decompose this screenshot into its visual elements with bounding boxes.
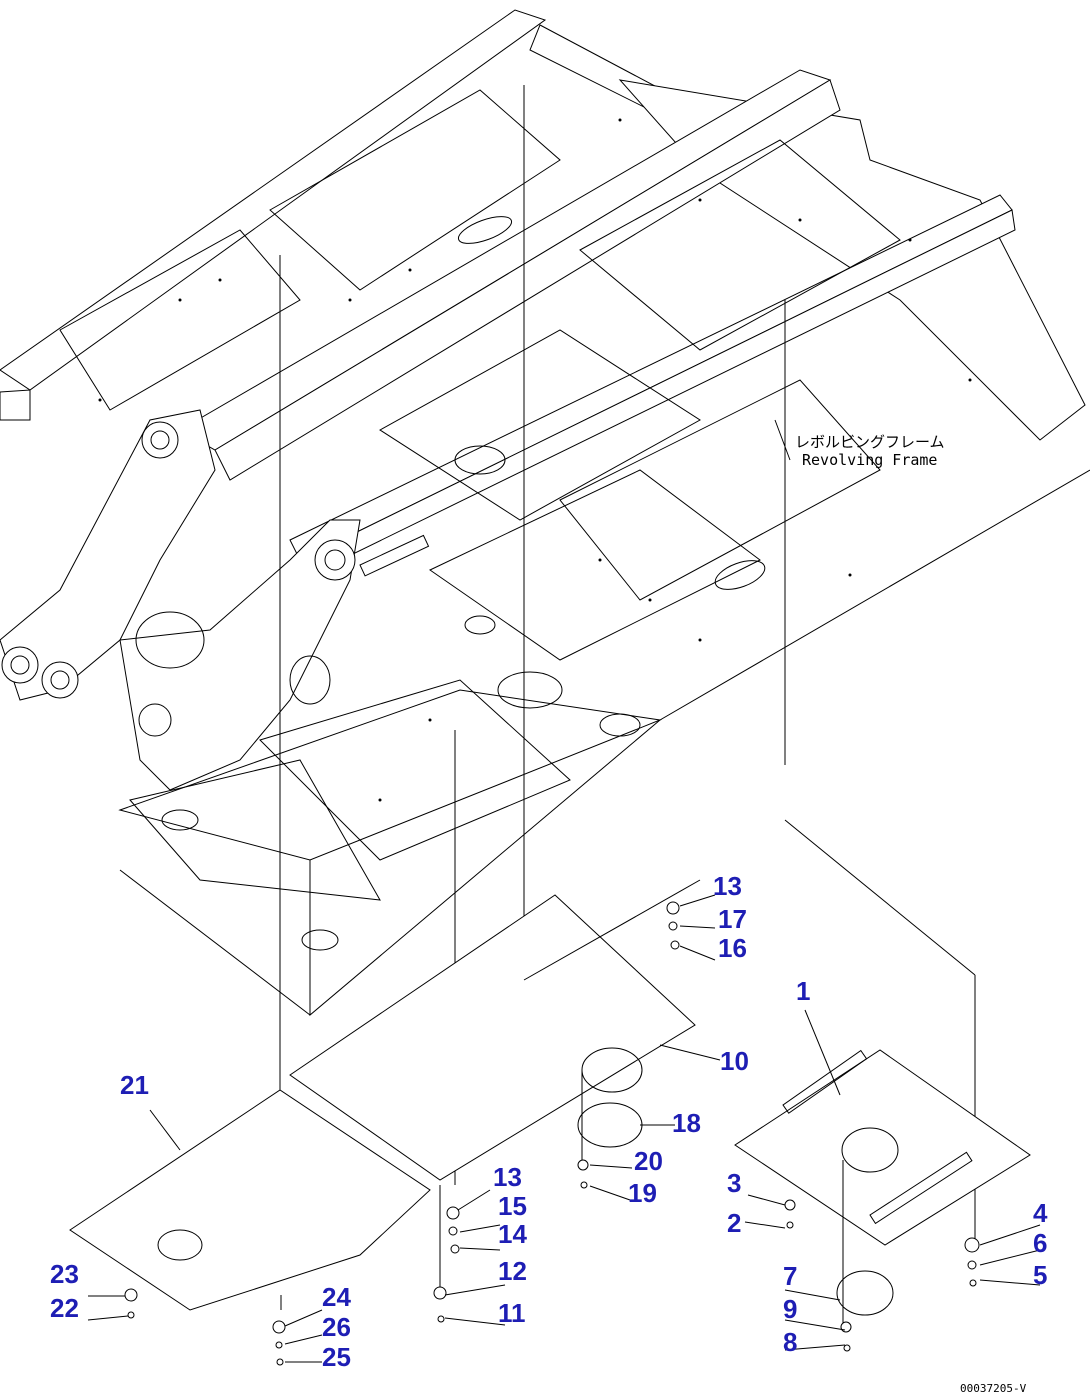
frame-label-japanese: レボルビングフレーム — [795, 433, 945, 451]
callout-21: 21 — [120, 1070, 149, 1100]
revolving-frame — [0, 9, 1090, 1017]
callout-leaders — [87, 419, 1041, 1363]
cover-1 — [734, 1049, 1031, 1246]
callout-9: 9 — [783, 1294, 797, 1324]
frame-left-rail — [0, 9, 547, 391]
boom-foot-bracket — [0, 409, 216, 701]
under-covers — [69, 879, 1031, 1325]
callout-5: 5 — [1033, 1260, 1047, 1290]
callout-3: 3 — [727, 1168, 741, 1198]
callout-19: 19 — [628, 1178, 657, 1208]
callout-12: 12 — [498, 1256, 527, 1286]
frame-center-beam — [178, 69, 832, 451]
callout-10: 10 — [720, 1046, 749, 1076]
callout-8: 8 — [783, 1327, 797, 1357]
callout-25: 25 — [322, 1342, 351, 1372]
callout-13-upper: 13 — [713, 871, 742, 901]
callout-11: 11 — [498, 1298, 526, 1328]
drawing-code: 00037205-V — [960, 1382, 1027, 1395]
callout-6: 6 — [1033, 1228, 1047, 1258]
callout-7: 7 — [783, 1261, 797, 1291]
callout-13-lower: 13 — [493, 1162, 522, 1192]
callout-15: 15 — [498, 1191, 527, 1221]
callout-20: 20 — [634, 1146, 663, 1176]
callout-2: 2 — [727, 1208, 741, 1238]
callout-26: 26 — [322, 1312, 351, 1342]
callout-1: 1 — [796, 976, 810, 1006]
callout-18: 18 — [672, 1108, 701, 1138]
callout-22: 22 — [50, 1293, 79, 1323]
callout-17: 17 — [718, 904, 747, 934]
cover-21 — [69, 1089, 431, 1311]
cover-18 — [577, 1102, 643, 1148]
callout-4: 4 — [1033, 1198, 1048, 1228]
callout-14: 14 — [498, 1219, 527, 1249]
callout-16: 16 — [718, 933, 747, 963]
cover-7 — [836, 1270, 894, 1316]
callout-numbers: 1 2 3 4 5 6 7 8 9 10 11 12 13 14 15 13 1… — [50, 871, 1048, 1372]
callout-23: 23 — [50, 1259, 79, 1289]
frame-label-english: Revolving Frame — [802, 451, 937, 469]
cover-10 — [289, 894, 696, 1181]
callout-24: 24 — [322, 1282, 351, 1312]
fasteners — [124, 901, 980, 1366]
